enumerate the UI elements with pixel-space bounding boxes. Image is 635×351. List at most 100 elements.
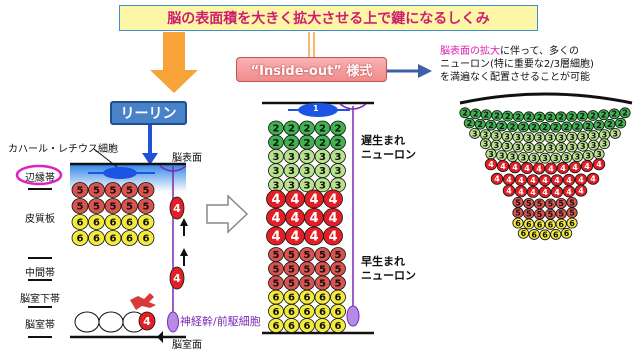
neuron-cell-label: 6: [110, 234, 117, 245]
inside-out-box: “Inside-out” 様式: [236, 57, 387, 82]
neuron-cell-layer-4: [556, 162, 570, 175]
neuron-cell-label: 3: [273, 180, 280, 191]
neuron-cell-layer-3: [555, 142, 567, 153]
neuron-cell-label: 6: [564, 229, 570, 238]
neuron-cell-label: 4: [328, 211, 337, 226]
neuron-cell-label: 6: [304, 321, 311, 332]
neuron-cell-layer-6: [299, 318, 315, 333]
migration-arrow: [180, 218, 188, 226]
neuron-cell-label: 5: [143, 202, 150, 213]
neuron-cell-label: 2: [467, 119, 473, 128]
neuron-cell-label: 2: [335, 138, 342, 149]
neuron-cell-label: 5: [273, 264, 280, 275]
neuron-cell-label: 5: [288, 279, 295, 290]
neuron-cell-layer-6: [137, 214, 155, 230]
neuron-cell-label: 6: [126, 218, 133, 229]
neuron-cell-layer-6: [517, 227, 530, 239]
neuron-cell-label: 4: [524, 164, 530, 173]
neuron-cell-label: 3: [521, 153, 527, 162]
neuron-cell-label: 3: [335, 180, 342, 191]
neuron-cell-label: 3: [288, 180, 295, 191]
ventricular-zone-label: 脳室帯: [25, 320, 55, 331]
neuron-cell-label: 6: [558, 220, 564, 229]
neuron-cell-label: 2: [601, 111, 607, 120]
late-born-label-2: ニューロン: [361, 148, 416, 161]
stem-cell-label: 神経幹/前駆細胞: [180, 315, 261, 328]
neuron-cell-label: 6: [93, 218, 100, 229]
blue-arrow-head: [418, 64, 432, 78]
neuron-cell-label: 4: [554, 188, 560, 197]
neuron-cell-layer-2: [506, 121, 519, 132]
neuron-cell-label: 4: [512, 163, 518, 172]
neuron-cell-layer-4: [592, 158, 606, 171]
neuron-cell-layer-4: [169, 196, 185, 220]
neuron-cell-label: 6: [515, 219, 521, 228]
neuron-cell-label: 5: [273, 250, 280, 261]
neuron-cell-label: 2: [499, 122, 505, 131]
orange-arrow-shaft: [163, 32, 185, 70]
neuron-cell-layer-4: [323, 208, 343, 227]
cortical-plate-label: 皮質板: [25, 214, 55, 225]
neuron-cell-label: 2: [548, 113, 554, 122]
neuron-cell-layer-2: [496, 120, 508, 132]
neuron-cell-label: 3: [580, 132, 586, 141]
neuron-cell-label: 3: [515, 143, 521, 152]
neuron-cell-label: 3: [510, 153, 516, 162]
neuron-cell-label: 6: [143, 218, 150, 229]
neuron-cell-layer-3: [539, 152, 551, 164]
neuron-cell-label: 2: [607, 120, 613, 129]
neuron-cell-label: 6: [110, 218, 117, 229]
neuron-cell-layer-2: [614, 117, 627, 129]
neuron-cell-label: 5: [335, 279, 342, 290]
neuron-cell-layer-4: [496, 159, 510, 172]
neuron-cell-layer-6: [121, 214, 138, 230]
cajal-pointer: [93, 148, 118, 168]
marginal-zone-highlight: [15, 164, 63, 186]
neuron-cell-label: 2: [477, 120, 483, 129]
neuron-cell-label: 2: [488, 121, 494, 130]
neuron-cell-label: 4: [560, 164, 566, 173]
neuron-cell-label: 5: [526, 210, 532, 219]
neuron-cell-layer-3: [517, 152, 530, 163]
neuron-cell-label: 2: [484, 111, 490, 120]
line1-rest: に伴って、多くの: [500, 46, 579, 57]
neuron-cell-layer-3: [469, 127, 481, 139]
neuron-cell-layer-2: [463, 117, 475, 129]
neuron-cell-label: 2: [531, 123, 537, 132]
late-born-label-1: 遅生まれ: [361, 134, 405, 147]
neuron-cell-label: 3: [537, 144, 543, 153]
neuron-cell-layer-4: [169, 266, 185, 290]
neuron-cell-label: 6: [304, 293, 311, 304]
neuron-cell-label: 3: [569, 133, 575, 142]
neuron-cell-layer-6: [268, 318, 284, 333]
neuron-cell-label: 6: [273, 293, 280, 304]
neuron-cell-label: 4: [572, 163, 578, 172]
neuron-cell-label: 5: [288, 250, 295, 261]
neuron-cell-label: 3: [526, 133, 532, 142]
neuron-cell-label: 2: [473, 110, 479, 119]
reelin-arrow-head: [142, 153, 158, 165]
brain-surface-label: 脳表面: [172, 153, 202, 164]
title-banner: 脳の表面積を大きく拡大させる上で鍵になるしくみ: [119, 5, 538, 31]
neuron-cell-layer-4: [490, 172, 504, 185]
neuron-cell-layer-3: [566, 141, 578, 153]
neuron-cell-label: 4: [271, 193, 280, 208]
neuron-cell-label: 2: [618, 119, 624, 128]
neuron-cell-label: 3: [537, 133, 543, 142]
neuron-cell-label: 4: [548, 164, 554, 173]
neuron-cell-label: 5: [110, 202, 117, 213]
highlight-text: 脳表面の拡大: [440, 46, 500, 57]
neuron-cell-label: 4: [290, 211, 299, 226]
neuron-cell-label: 2: [585, 122, 591, 131]
neuron-cell-label: 4: [494, 175, 500, 184]
cajal-label: カハール・レチウス細胞: [8, 144, 118, 155]
neuron-cell-label: 3: [531, 154, 537, 163]
neuron-cell-label: 6: [569, 219, 575, 228]
neuron-cell-label: 3: [602, 130, 608, 139]
neuron-cell-label: 5: [335, 264, 342, 275]
neuron-cell-layer-3: [523, 142, 535, 153]
neuron-cell-layer-3: [544, 142, 557, 154]
